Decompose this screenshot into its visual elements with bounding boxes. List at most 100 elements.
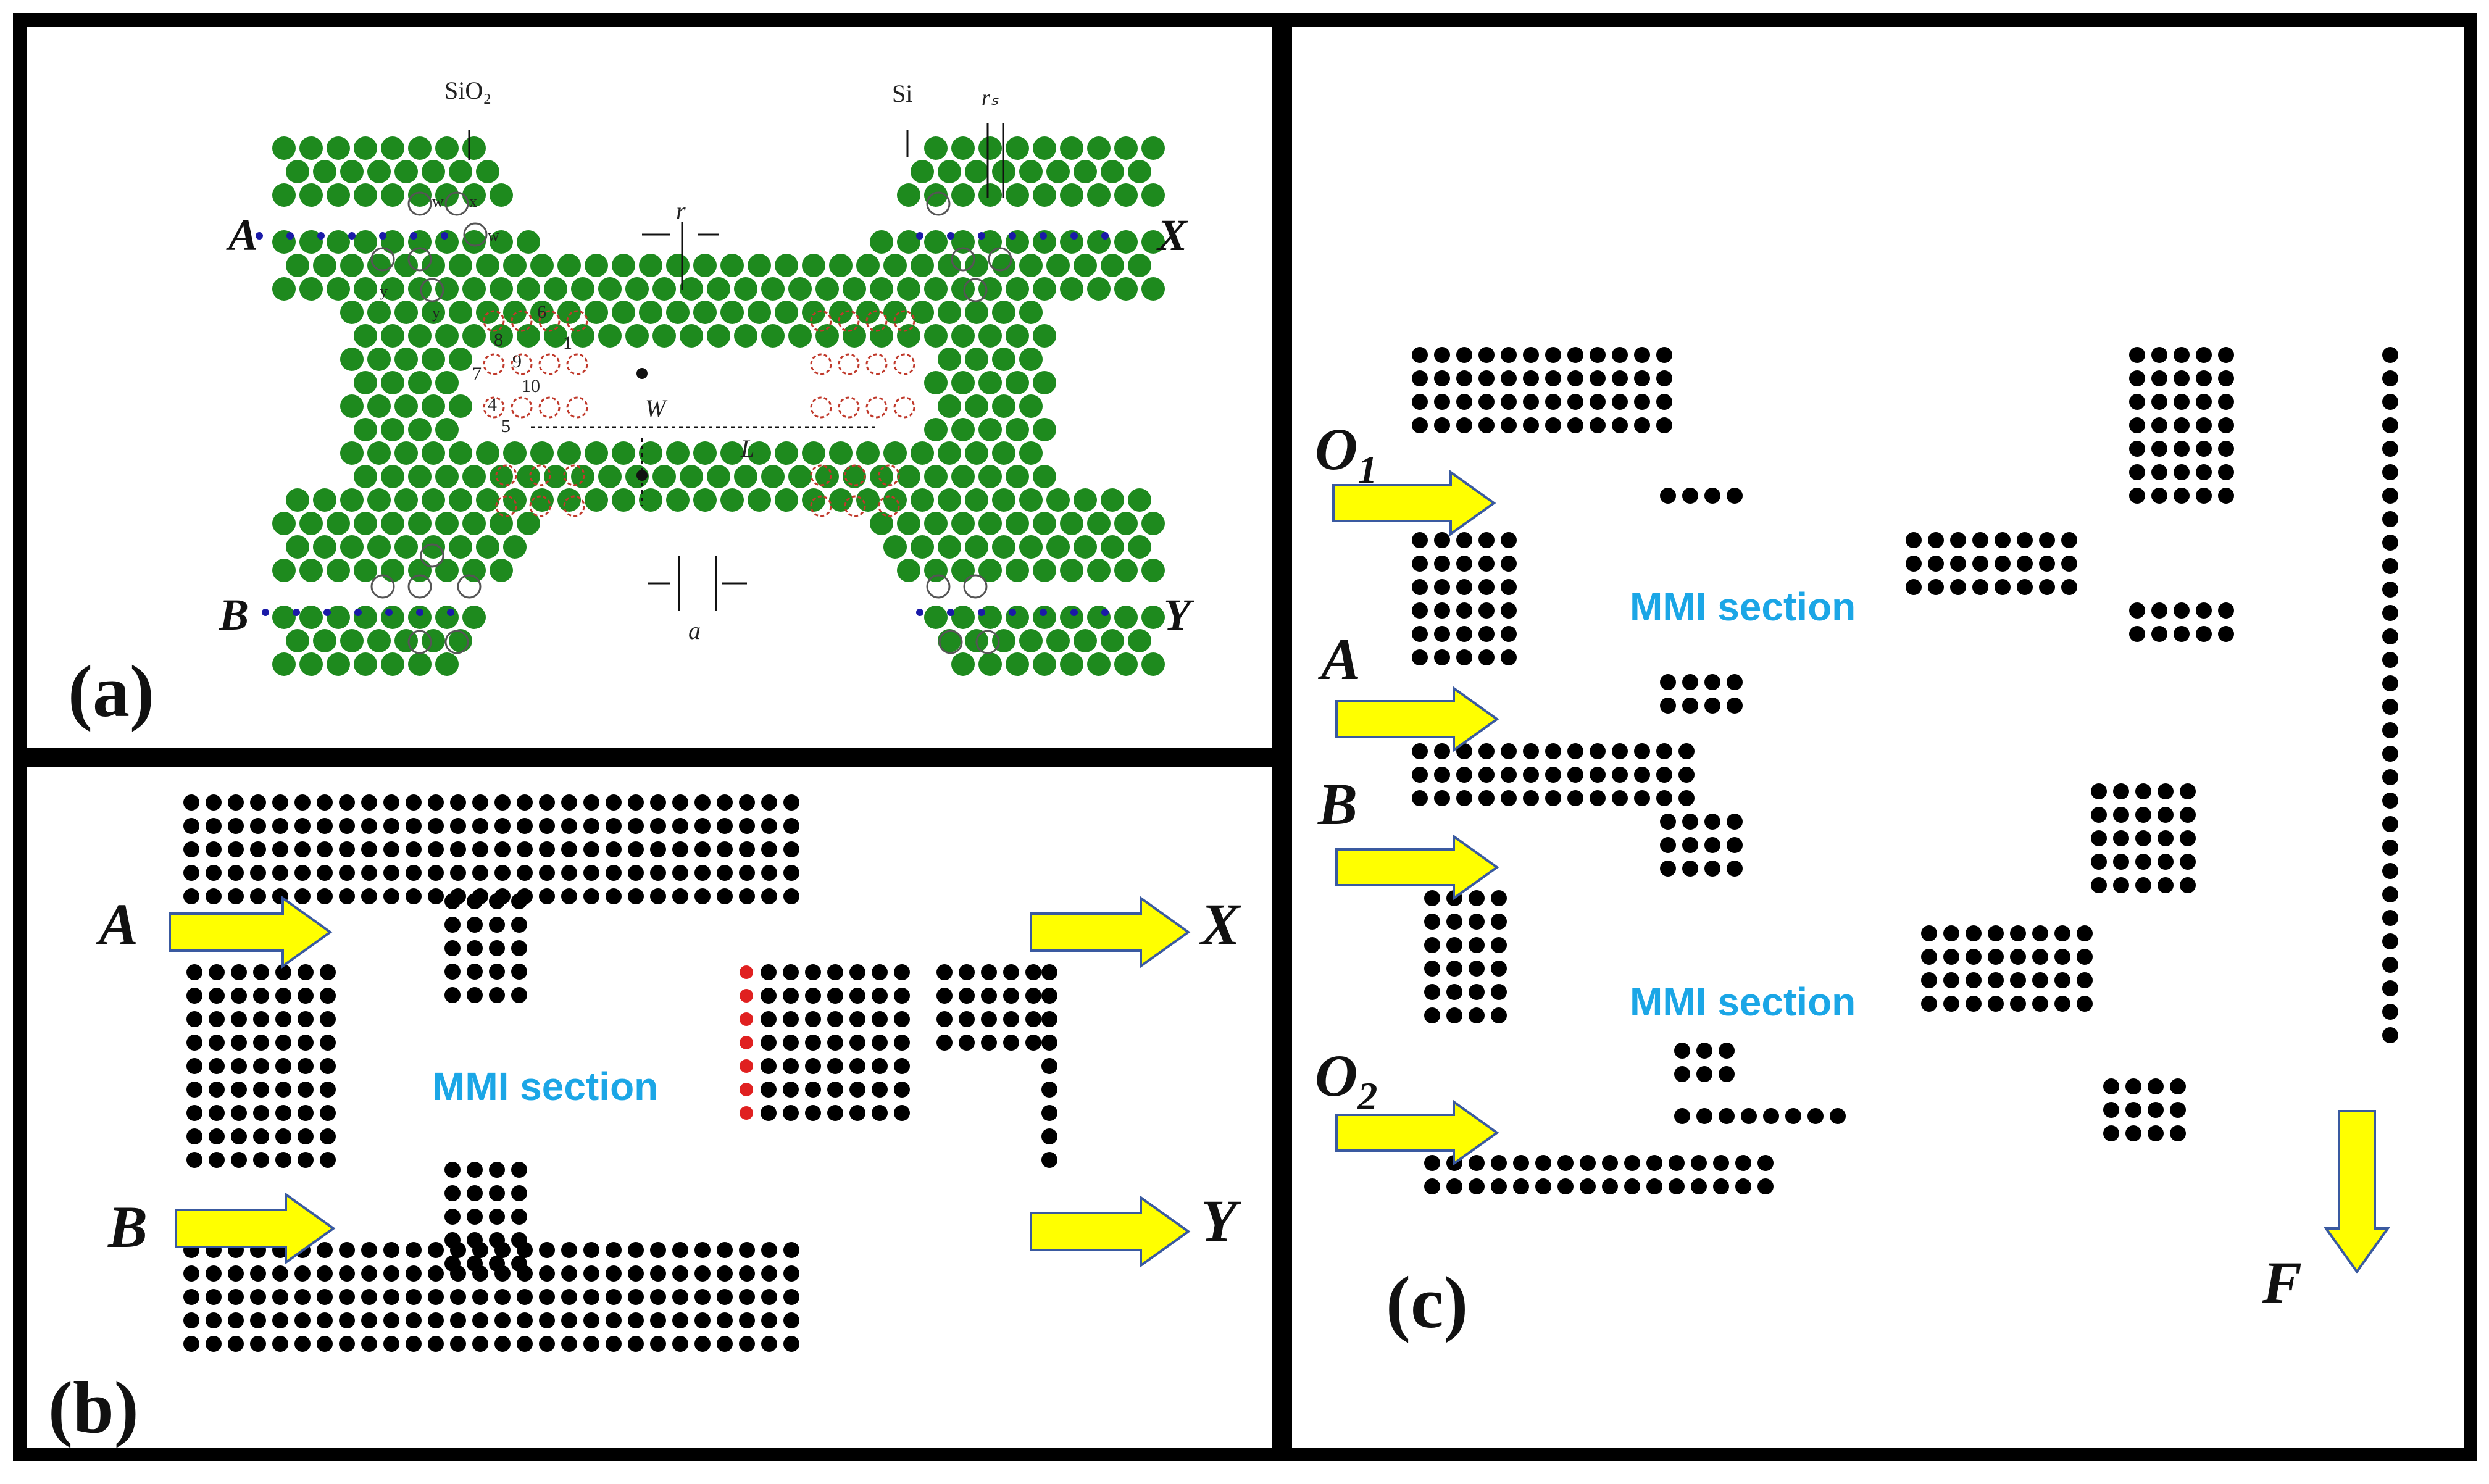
photonic-rod bbox=[2382, 1027, 2398, 1043]
silicon-rod bbox=[938, 488, 961, 512]
photonic-rod bbox=[1446, 984, 1462, 1000]
photonic-rod bbox=[827, 1011, 843, 1027]
silicon-rod bbox=[1046, 629, 1070, 652]
photonic-rod bbox=[517, 794, 533, 811]
photonic-rod bbox=[1995, 556, 2011, 572]
silicon-rod bbox=[1060, 512, 1083, 535]
silicon-rod bbox=[1101, 160, 1124, 183]
defect-ring bbox=[538, 396, 561, 419]
silicon-rod bbox=[883, 488, 907, 512]
photonic-rod bbox=[583, 1336, 599, 1352]
ring-site bbox=[444, 630, 469, 654]
silicon-rod bbox=[843, 324, 866, 348]
silicon-rod bbox=[951, 559, 975, 582]
photonic-rod bbox=[2382, 957, 2398, 973]
photonic-rod bbox=[511, 940, 527, 956]
silicon-rod bbox=[870, 512, 893, 535]
photonic-rod bbox=[298, 964, 314, 980]
silicon-rod bbox=[340, 629, 364, 652]
photonic-rod bbox=[805, 988, 821, 1004]
photonic-rod bbox=[1660, 698, 1676, 714]
silicon-rod bbox=[299, 652, 323, 676]
photonic-rod bbox=[761, 1105, 777, 1121]
photonic-rod bbox=[1478, 767, 1495, 783]
defect-ring bbox=[810, 353, 832, 375]
port-o1-label: O1 bbox=[1315, 416, 1377, 491]
site-number: 4 bbox=[488, 394, 497, 415]
red-defect-rod bbox=[740, 1059, 753, 1073]
photonic-rod bbox=[517, 818, 533, 834]
silicon-rod bbox=[1128, 160, 1151, 183]
red-defect-rod bbox=[740, 1083, 753, 1096]
photonic-rod bbox=[1412, 767, 1428, 783]
defect-rod bbox=[293, 609, 300, 616]
photonic-rod bbox=[1025, 964, 1041, 980]
silicon-rod bbox=[1101, 488, 1124, 512]
photonic-rod bbox=[444, 964, 461, 980]
silicon-rod bbox=[911, 160, 934, 183]
site-number: 10 bbox=[522, 376, 540, 396]
photonic-rod bbox=[827, 988, 843, 1004]
ring-site bbox=[420, 543, 444, 568]
photonic-rod bbox=[1478, 602, 1495, 619]
photonic-rod bbox=[294, 1336, 311, 1352]
photonic-rod bbox=[783, 841, 799, 857]
silicon-rod bbox=[680, 465, 703, 488]
photonic-rod bbox=[1943, 925, 1959, 941]
photonic-rod bbox=[1590, 417, 1606, 433]
photonic-rod bbox=[894, 964, 910, 980]
photonic-rod bbox=[1972, 556, 1988, 572]
silicon-rod bbox=[625, 324, 649, 348]
photonic-rod bbox=[272, 1336, 288, 1352]
photonic-rod bbox=[450, 841, 466, 857]
photonic-rod bbox=[2017, 579, 2033, 595]
photonic-rod bbox=[1678, 743, 1695, 759]
photonic-rod bbox=[1545, 417, 1561, 433]
photonic-rod bbox=[2103, 1125, 2119, 1141]
photonic-rod bbox=[981, 1011, 997, 1027]
photonic-rod bbox=[894, 1058, 910, 1074]
silicon-rod bbox=[1006, 418, 1029, 441]
photonic-rod bbox=[361, 841, 377, 857]
photonic-rod bbox=[650, 818, 666, 834]
silicon-rod bbox=[462, 465, 486, 488]
silicon-rod bbox=[1074, 629, 1097, 652]
silicon-rod bbox=[449, 254, 472, 277]
photonic-rod bbox=[1988, 972, 2004, 988]
photonic-rod bbox=[1545, 370, 1561, 386]
photonic-rod bbox=[2382, 441, 2398, 457]
photonic-rod bbox=[2218, 464, 2234, 480]
silicon-rod bbox=[761, 465, 785, 488]
silicon-rod bbox=[1019, 535, 1043, 559]
photonic-rod bbox=[450, 865, 466, 881]
photonic-rod bbox=[406, 865, 422, 881]
silicon-rod bbox=[408, 512, 432, 535]
silicon-rod bbox=[788, 324, 812, 348]
photonic-rod bbox=[209, 988, 225, 1004]
photonic-rod bbox=[511, 917, 527, 933]
photonic-rod bbox=[1567, 347, 1583, 363]
photonic-rod bbox=[183, 1312, 199, 1328]
photonic-rod bbox=[406, 841, 422, 857]
photonic-rod bbox=[1456, 767, 1472, 783]
silicon-rod bbox=[815, 465, 839, 488]
photonic-rod bbox=[628, 841, 644, 857]
photonic-rod bbox=[561, 865, 577, 881]
defect-rod bbox=[1040, 609, 1047, 616]
site-number: 7 bbox=[472, 364, 482, 384]
photonic-rod bbox=[1424, 1007, 1440, 1023]
silicon-rod bbox=[1060, 136, 1083, 160]
photonic-rod bbox=[561, 794, 577, 811]
photonic-rod bbox=[1412, 790, 1428, 806]
photonic-rod bbox=[1696, 1108, 1712, 1124]
photonic-rod bbox=[231, 1058, 247, 1074]
defect-rod bbox=[947, 232, 954, 240]
photonic-rod bbox=[467, 1162, 483, 1178]
silicon-rod bbox=[449, 535, 472, 559]
photonic-rod bbox=[1491, 890, 1507, 906]
silicon-rod bbox=[313, 488, 336, 512]
photonic-rod bbox=[672, 865, 688, 881]
silicon-rod bbox=[829, 488, 853, 512]
site-letter: x bbox=[469, 193, 477, 211]
photonic-rod bbox=[2054, 925, 2070, 941]
